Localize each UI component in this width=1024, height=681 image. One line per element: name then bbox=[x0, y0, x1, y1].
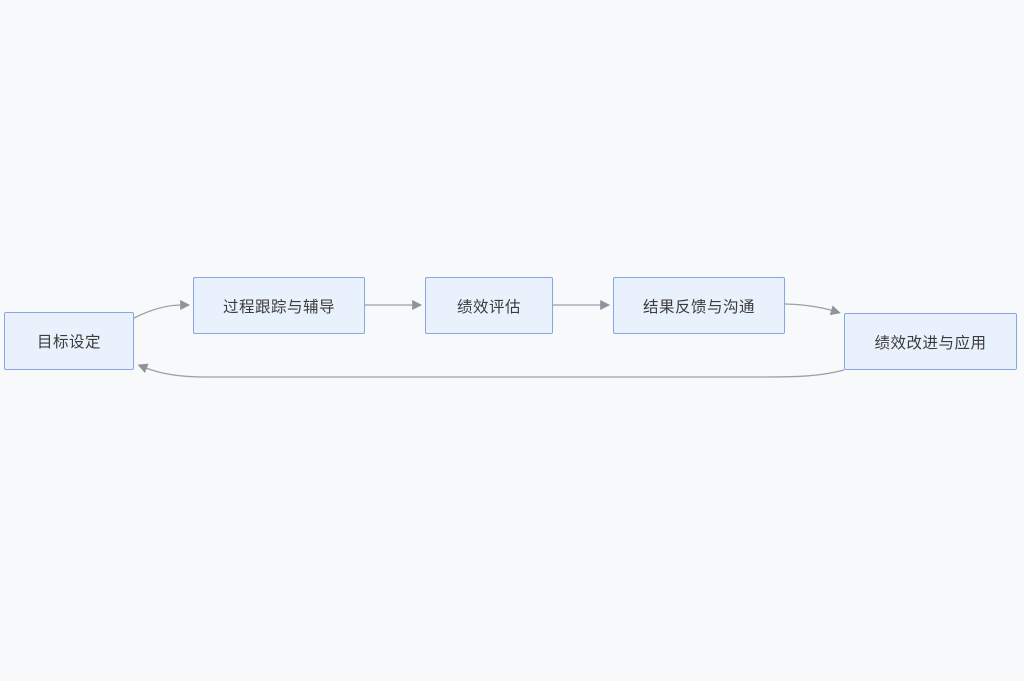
node-performance-improvement-label: 绩效改进与应用 bbox=[874, 334, 987, 352]
node-performance-evaluation: 绩效评估 bbox=[425, 277, 553, 334]
node-goal-setting-label: 目标设定 bbox=[36, 334, 101, 351]
node-process-tracking: 过程跟踪与辅导 bbox=[193, 277, 365, 334]
edge-goal-to-tracking bbox=[133, 300, 191, 319]
node-result-feedback: 结果反馈与沟通 bbox=[613, 277, 785, 334]
node-process-tracking-label: 过程跟踪与辅导 bbox=[222, 298, 335, 316]
node-performance-improvement: 绩效改进与应用 bbox=[844, 313, 1017, 370]
edge-feedback-to-improvement bbox=[784, 303, 841, 316]
node-goal-setting: 目标设定 bbox=[4, 312, 134, 370]
node-result-feedback-label: 结果反馈与沟通 bbox=[642, 298, 755, 316]
node-performance-evaluation-label: 绩效评估 bbox=[456, 298, 521, 316]
edge-improvement-back-to-goal bbox=[137, 363, 845, 378]
